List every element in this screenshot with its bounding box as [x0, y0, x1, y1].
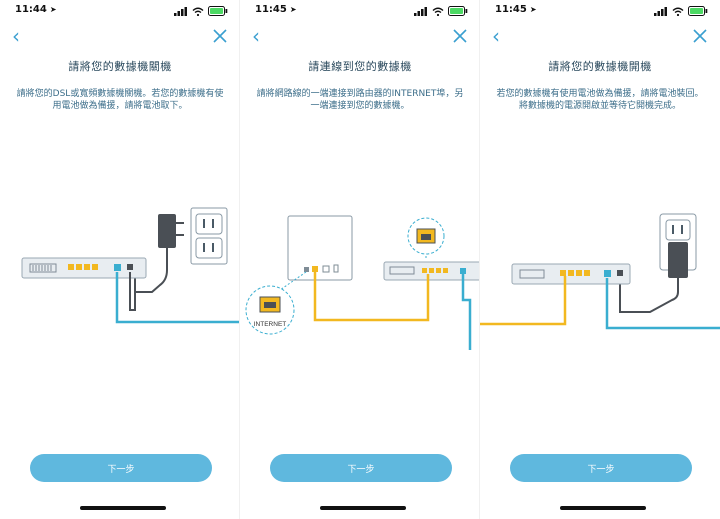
modem-device: [383, 261, 479, 281]
ethernet-cable: [313, 272, 430, 322]
page-title: 請連線到您的數據機: [308, 60, 412, 73]
wifi-icon: [672, 7, 684, 16]
page-description: 請將網路線的一端連接到路由器的INTERNET埠，另一端連接到您的數據機。: [256, 89, 464, 111]
status-bar: 11:45➤: [240, 4, 479, 20]
close-icon[interactable]: [452, 28, 468, 44]
home-indicator: [320, 506, 406, 510]
battery-icon: [208, 6, 228, 16]
home-indicator: [80, 506, 166, 510]
battery-icon: [448, 6, 468, 16]
status-icons: [414, 6, 468, 16]
home-indicator: [560, 506, 646, 510]
modem-device: [511, 263, 631, 285]
internet-label: INTERNET: [254, 321, 287, 328]
router-device: [287, 215, 353, 281]
modem-power-on-illustration: [480, 213, 720, 330]
nav-bar: ‹: [240, 24, 479, 50]
nav-bar: ‹: [480, 26, 720, 50]
close-icon[interactable]: [692, 28, 708, 44]
back-chevron-icon[interactable]: ‹: [492, 24, 500, 48]
power-adapter-icon: [134, 214, 184, 293]
ethernet-cable: [115, 272, 239, 324]
signal-icon: [174, 6, 187, 16]
screen-power-off-modem: 11:44➤ ‹ 請將您的數據機關機 請將您的DSL或寬頻數據機關機。若您的數據…: [0, 0, 240, 519]
page-description: 請將您的DSL或寬頻數據機關機。若您的數據機有使用電池做為備援，請將電池取下。: [16, 89, 224, 111]
location-arrow-icon: ➤: [529, 5, 537, 14]
status-time: 11:44➤: [15, 4, 57, 15]
internet-port-callout: INTERNET: [245, 271, 307, 335]
status-time: 11:45➤: [255, 4, 297, 15]
ethernet-port-icon: [407, 217, 445, 258]
status-bar: 11:45➤: [480, 4, 720, 20]
status-icons: [654, 6, 708, 16]
status-bar: 11:44➤: [0, 4, 239, 20]
router-modem-connect-illustration: INTERNET: [245, 215, 479, 350]
status-icons: [174, 6, 228, 16]
status-time: 11:45➤: [495, 4, 537, 15]
next-button[interactable]: 下一步: [510, 454, 692, 482]
page-title: 請將您的數據機關機: [68, 60, 172, 73]
power-adapter-icon: [619, 242, 688, 313]
location-arrow-icon: ➤: [289, 5, 297, 14]
next-button[interactable]: 下一步: [270, 454, 452, 482]
modem-device: [21, 257, 147, 279]
modem-unplug-illustration: [21, 207, 239, 324]
wifi-icon: [432, 7, 444, 16]
signal-icon: [654, 6, 667, 16]
back-chevron-icon[interactable]: ‹: [252, 24, 260, 48]
signal-icon: [414, 6, 427, 16]
back-chevron-icon[interactable]: ‹: [12, 24, 20, 48]
power-outlet-icon: [190, 207, 228, 265]
close-icon[interactable]: [212, 28, 228, 44]
screen-power-on-modem: 11:45➤ ‹ 請將您的數據機開機 若您的數據機有使用電池做為備援，請將電池裝…: [480, 0, 720, 519]
location-arrow-icon: ➤: [49, 5, 57, 14]
page-title: 請將您的數據機開機: [548, 60, 652, 73]
next-button[interactable]: 下一步: [30, 454, 212, 482]
page-description: 若您的數據機有使用電池做為備援，請將電池裝回。將數據機的電源開啟並等待它開機完成…: [496, 89, 704, 111]
nav-bar: ‹: [0, 24, 239, 50]
wifi-icon: [192, 7, 204, 16]
ethernet-cable: [480, 276, 567, 326]
battery-icon: [688, 6, 708, 16]
screen-connect-modem: 11:45➤ ‹ 請連線到您的數據機 請將網路線的一端連接到路由器的INTERN…: [240, 0, 480, 519]
